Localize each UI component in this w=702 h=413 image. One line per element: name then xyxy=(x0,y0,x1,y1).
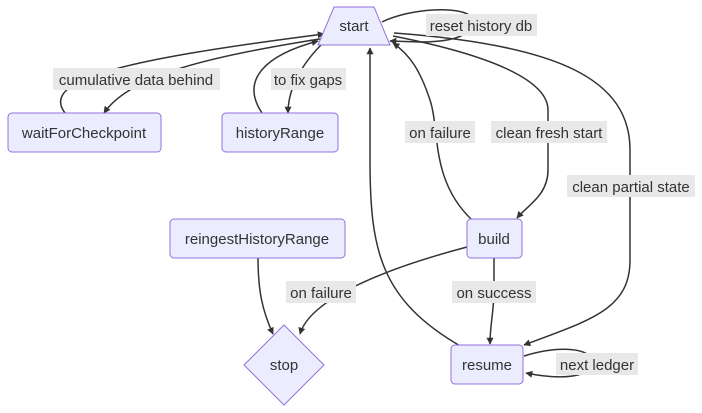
node-start-label: start xyxy=(339,18,369,35)
node-wait-for-checkpoint[interactable]: waitForCheckpoint xyxy=(7,112,162,153)
label-on-failure-build-start: on failure xyxy=(405,121,475,143)
node-reingest-history-range[interactable]: reingestHistoryRange xyxy=(169,218,346,259)
node-resume-label: resume xyxy=(462,357,512,374)
node-start[interactable]: start xyxy=(317,6,391,46)
label-clean-fresh-start-text: clean fresh start xyxy=(496,125,604,142)
node-stop-label: stop xyxy=(270,357,298,374)
label-clean-fresh-start: clean fresh start xyxy=(491,121,607,143)
edge-reingest-to-stop xyxy=(257,256,274,335)
label-reset-history-db-text: reset history db xyxy=(430,18,533,35)
edge-build-to-start-on-failure xyxy=(392,42,473,221)
node-stop[interactable]: stop xyxy=(243,324,325,406)
node-history-range[interactable]: historyRange xyxy=(221,112,339,153)
label-to-fix-gaps-text: to fix gaps xyxy=(274,72,342,89)
node-build[interactable]: build xyxy=(466,218,523,259)
label-cumulative-data-behind: cumulative data behind xyxy=(53,68,220,90)
label-reset-history-db: reset history db xyxy=(426,14,537,36)
label-clean-partial-state-text: clean partial state xyxy=(572,179,690,196)
edge-history-to-start xyxy=(253,39,319,114)
label-on-success-text: on success xyxy=(456,285,531,302)
node-reingest-history-range-label: reingestHistoryRange xyxy=(185,231,329,248)
label-on-failure-build-stop-text: on failure xyxy=(290,285,352,302)
edges xyxy=(59,9,631,378)
label-to-fix-gaps: to fix gaps xyxy=(271,68,346,90)
node-resume[interactable]: resume xyxy=(450,344,524,385)
edge-labels: reset history db cumulative data behind … xyxy=(53,14,695,375)
label-cumulative-data-behind-text: cumulative data behind xyxy=(59,72,213,89)
node-wait-for-checkpoint-label: waitForCheckpoint xyxy=(21,125,147,142)
node-build-label: build xyxy=(478,231,510,248)
node-history-range-label: historyRange xyxy=(236,125,324,142)
label-on-success: on success xyxy=(452,281,536,303)
label-on-failure-build-stop: on failure xyxy=(286,281,356,303)
edge-resume-to-start xyxy=(366,47,463,348)
edge-start-to-build-clean-fresh xyxy=(392,35,549,219)
edge-start-to-resume-clean-partial xyxy=(393,32,631,347)
label-clean-partial-state: clean partial state xyxy=(567,175,695,197)
label-next-ledger: next ledger xyxy=(556,353,638,375)
label-on-failure-build-start-text: on failure xyxy=(409,125,471,142)
nodes: start waitForCheckpoint historyRange rei… xyxy=(7,6,524,406)
label-next-ledger-text: next ledger xyxy=(560,357,634,374)
